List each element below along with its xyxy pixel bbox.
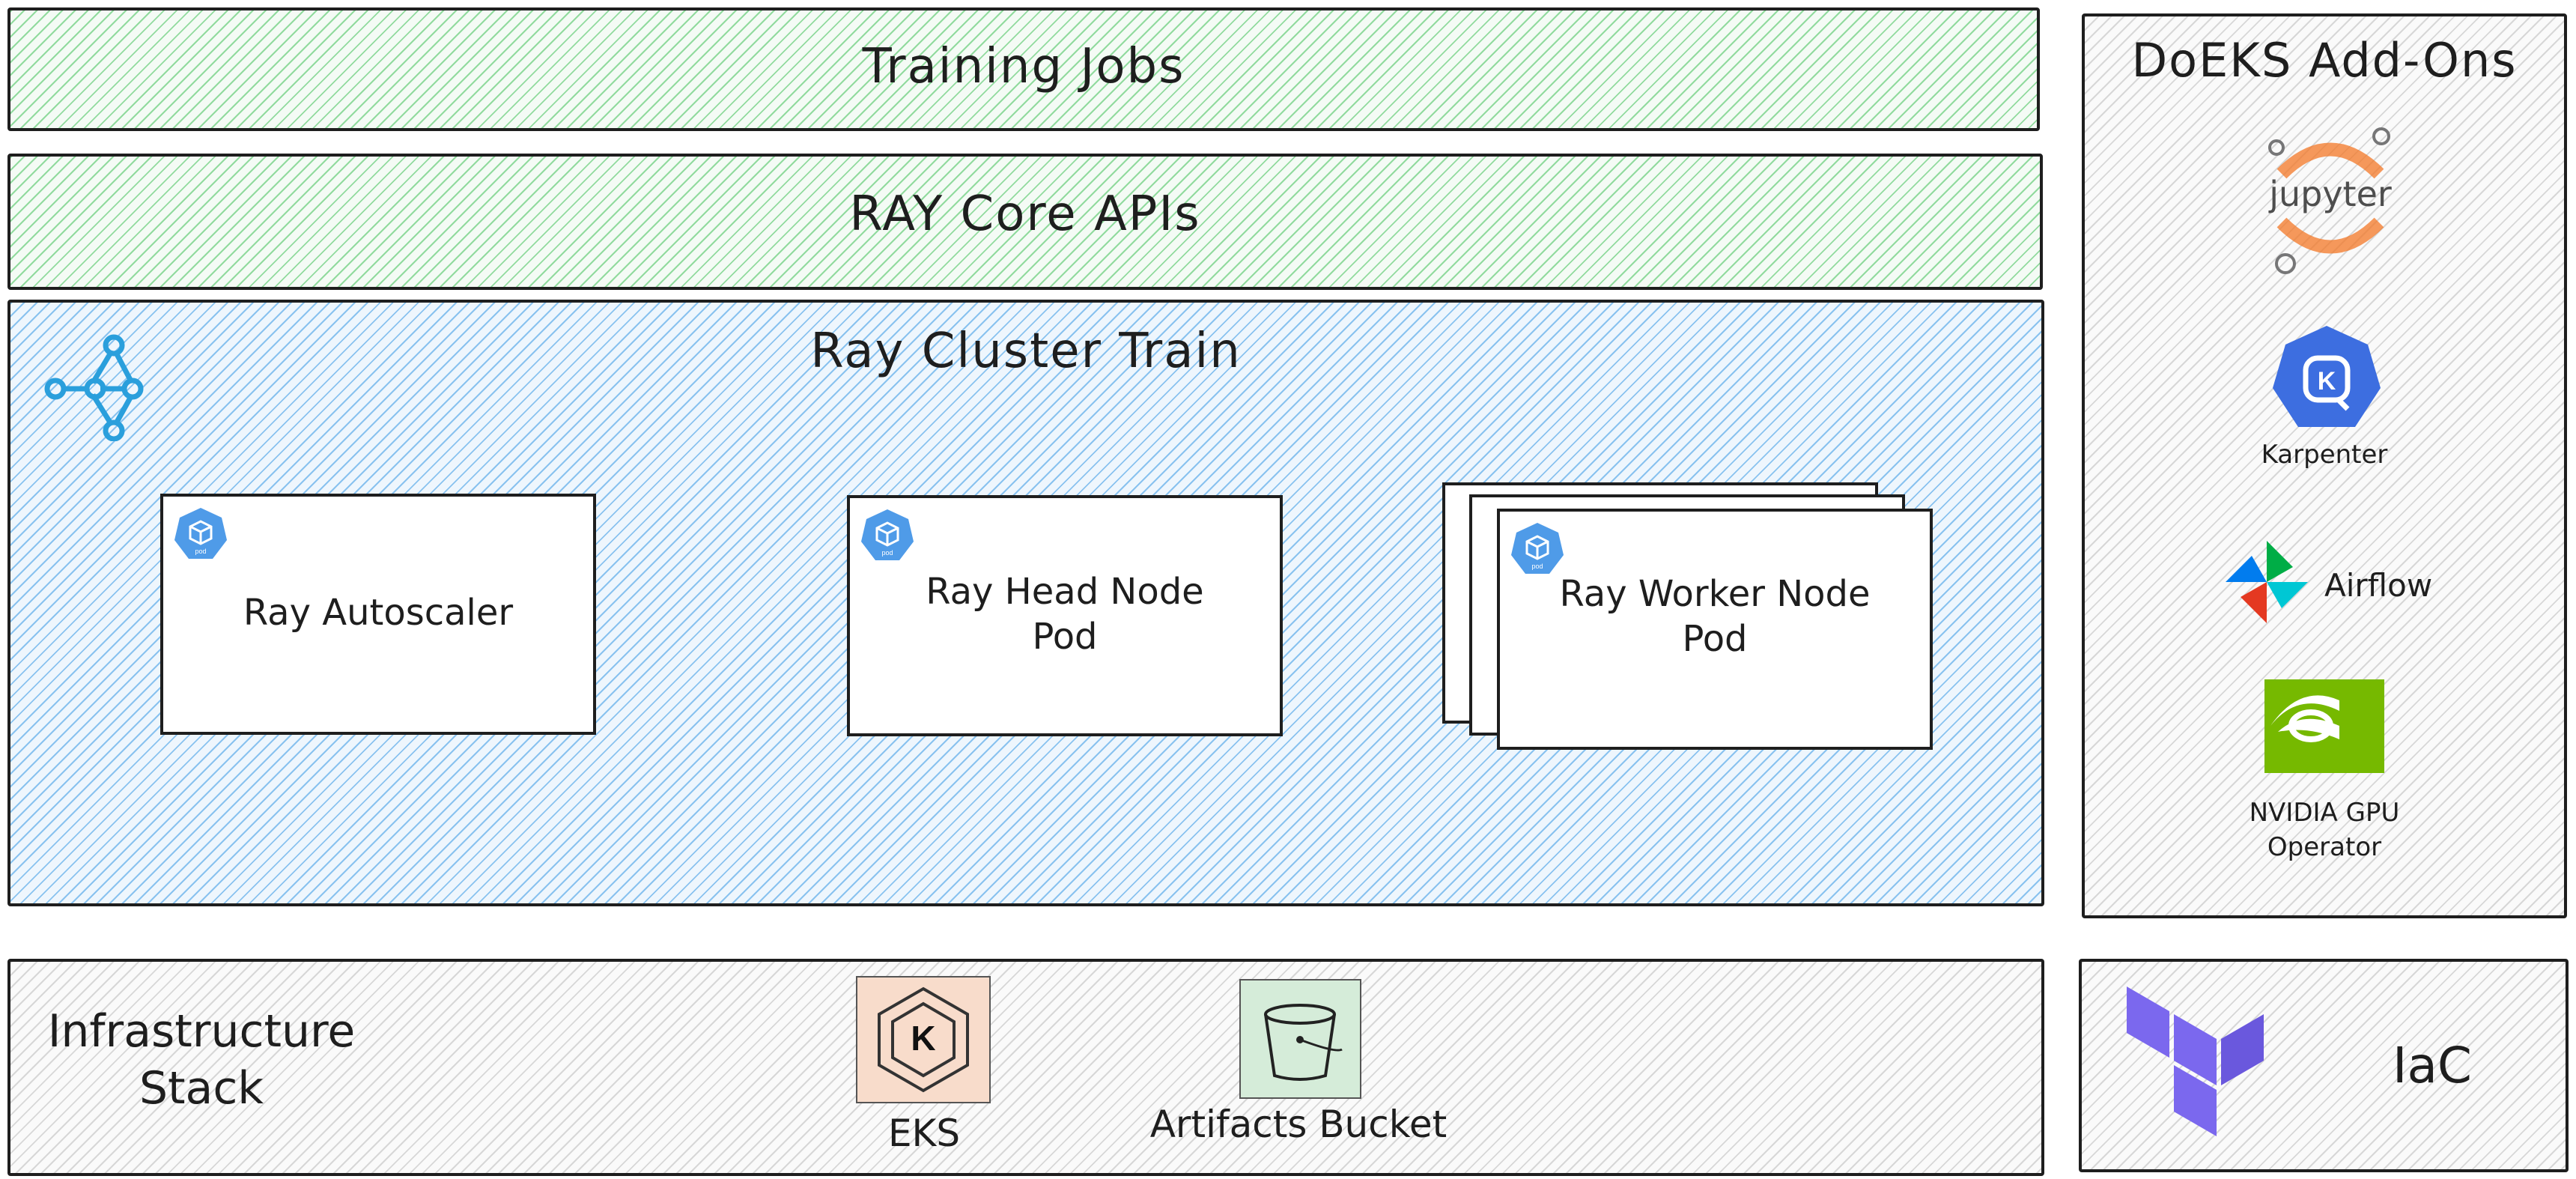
ray-logo-icon [44,334,144,441]
addons-title: DoEKS Add-Ons [2131,33,2518,88]
addons-panel: DoEKS Add-Ons jupyter K Karpenter Airflo… [2082,13,2567,918]
eks-icon: K [856,976,991,1103]
pod-icon: pod [1511,523,1564,574]
core-apis-layer: RAY Core APIs [7,154,2043,290]
nvidia-logo-icon [2264,679,2384,773]
pod-icon: pod [861,509,914,560]
karpenter-logo-icon: K [2273,326,2381,427]
ray-autoscaler-label: Ray Autoscaler [243,592,514,634]
ray-head-node-label: Ray Head Node Pod [926,571,1204,658]
ray-worker-node-pod: pod Ray Worker Node Pod [1497,509,1933,750]
pod-icon: pod [174,508,227,559]
svg-text:jupyter: jupyter [2268,174,2392,214]
airflow-label: Airflow [2324,567,2433,604]
iac-label: IaC [2393,1037,2472,1094]
svg-text:K: K [911,1019,935,1058]
training-jobs-title: Training Jobs [862,39,1185,94]
infrastructure-stack-title: Infrastructure Stack [47,1005,356,1115]
bucket-label: Artifacts Bucket [1149,1103,1448,1146]
ray-head-node-pod: pod Ray Head Node Pod [847,495,1283,736]
nvidia-label: NVIDIA GPU Operator [2249,798,2400,862]
ray-cluster-layer: Ray Cluster Train pod Ray Autoscaler [7,300,2044,906]
svg-text:K: K [2318,367,2336,395]
jupyter-logo-icon: jupyter [2268,127,2392,274]
infrastructure-stack-layer: Infrastructure Stack K EKS Artifacts Buc… [7,959,2044,1176]
svg-text:pod: pod [195,548,206,555]
training-jobs-layer: Training Jobs [7,7,2040,131]
bucket-icon [1239,979,1361,1099]
karpenter-label: Karpenter [2261,440,2388,470]
ray-autoscaler-pod: pod Ray Autoscaler [160,494,596,735]
ray-cluster-title: Ray Cluster Train [810,324,1242,379]
iac-panel: IaC [2079,959,2569,1172]
eks-label: EKS [887,1112,961,1155]
ray-worker-node-label: Ray Worker Node Pod [1559,573,1871,660]
terraform-logo-icon [2127,986,2264,1136]
core-apis-title: RAY Core APIs [849,187,1201,242]
svg-text:pod: pod [881,549,893,557]
airflow-logo-icon [2226,541,2308,623]
svg-text:pod: pod [1531,563,1543,570]
